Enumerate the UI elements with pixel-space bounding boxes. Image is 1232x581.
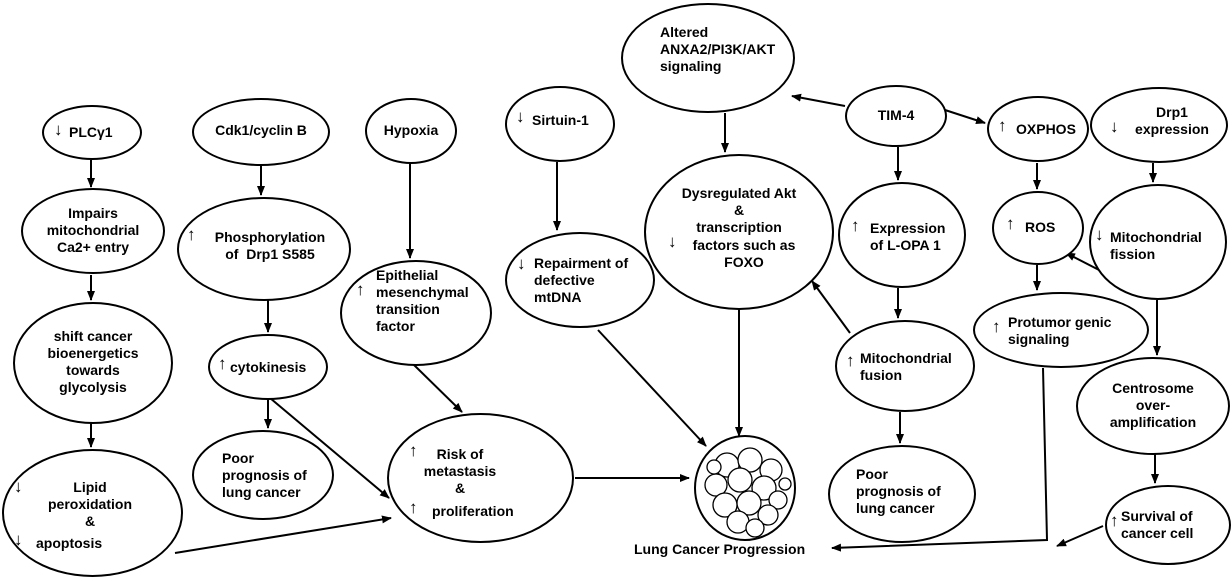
- node-cytokinesis: [208, 334, 328, 400]
- up-arrow-icon: ↑: [851, 216, 860, 235]
- up-arrow-icon: ↑: [1110, 511, 1119, 530]
- node-apoptosis-label: apoptosis: [36, 535, 103, 551]
- up-arrow-icon: ↑: [409, 498, 418, 517]
- node-hypoxia: [365, 98, 457, 164]
- arrow-protumor-lcp: [831, 367, 1049, 552]
- down-arrow-icon: ↓: [1110, 117, 1119, 136]
- node-ros: [992, 191, 1084, 265]
- node-tim-4-label: TIM-4: [877, 107, 915, 123]
- down-arrow-icon: ↓: [14, 477, 23, 496]
- node-poor-prognosis-right: [828, 445, 976, 543]
- node-risk-metastasis-label: Risk of metastasis &: [423, 446, 497, 496]
- node-poor-prognosis-left: [192, 430, 334, 520]
- node-plc-gamma1: [42, 105, 142, 160]
- node-poor-prognosis-left-label: Poor prognosis of lung cancer: [222, 450, 307, 500]
- node-emt-factor: [340, 260, 492, 366]
- up-arrow-icon: ↑: [992, 317, 1001, 336]
- down-arrow-icon: ↓: [1095, 225, 1104, 244]
- up-arrow-icon: ↑: [846, 351, 855, 370]
- up-arrow-icon: ↑: [356, 280, 365, 299]
- node-lipid-peroxidation-label: Lipid peroxidation &: [47, 479, 132, 529]
- node-cytokinesis-label: cytokinesis: [230, 359, 307, 375]
- node-impairs-ca-entry: [21, 188, 165, 274]
- arrow-cyto-risk: [269, 397, 390, 499]
- arrow-repair-lcp: [597, 329, 707, 447]
- node-drp1-expression-label: Drp1 expression: [1135, 104, 1209, 137]
- node-hypoxia-label: Hypoxia: [383, 122, 439, 138]
- node-cdk1-cyclin-b-label: Cdk1/cyclin B: [215, 122, 307, 138]
- node-repair-mtdna-label: Repairment of defective mtDNA: [534, 255, 629, 305]
- down-arrow-icon: ↓: [516, 107, 525, 126]
- node-altered-signaling: [621, 3, 795, 113]
- down-arrow-icon: ↓: [517, 254, 526, 273]
- up-arrow-icon: ↑: [998, 116, 1007, 135]
- arrow-survival-lcp: [1056, 525, 1104, 547]
- node-survival-cancer-cell-label: Survival of cancer cell: [1121, 508, 1194, 541]
- arrow-lipid-risk: [174, 515, 392, 554]
- node-mitochondrial-fusion-label: Mitochondrial fusion: [860, 350, 952, 383]
- node-plc-gamma1-label: PLCγ1: [69, 124, 113, 140]
- node-phosphorylation-drp1: [177, 197, 351, 301]
- node-mitochondrial-fission: [1089, 184, 1227, 300]
- node-sirtuin-1-label: Sirtuin-1: [532, 112, 589, 128]
- node-oxphos: [987, 96, 1089, 162]
- node-ros-label: ROS: [1025, 219, 1056, 235]
- node-proliferation-label: proliferation: [432, 503, 514, 519]
- node-altered-signaling-label: Altered ANXA2/PI3K/AKT signaling: [660, 24, 776, 74]
- cancer-cell-cluster-icon: [694, 435, 796, 541]
- node-repair-mtdna: [505, 232, 655, 328]
- node-protumorigenic-signaling-label: Protumor genic signaling: [1008, 314, 1112, 347]
- arrow-fission-ros: [1065, 252, 1102, 272]
- arrow-fusion-dysreg: [811, 280, 851, 334]
- down-arrow-icon: ↓: [668, 232, 677, 251]
- node-centrosome-overamplification-label: Centrosome over- amplification: [1109, 380, 1197, 430]
- node-protumorigenic-signaling: [973, 292, 1149, 368]
- node-l-opa1-expression: [838, 182, 966, 288]
- down-arrow-icon: ↓: [54, 120, 63, 139]
- node-oxphos-label: OXPHOS: [1016, 121, 1076, 137]
- node-l-opa1-expression-label: Expression of L-OPA 1: [870, 220, 946, 253]
- up-arrow-icon: ↑: [1006, 214, 1015, 233]
- node-risk-metastasis: [387, 413, 574, 543]
- node-mitochondrial-fusion: [835, 320, 975, 412]
- up-arrow-icon: ↑: [187, 225, 196, 244]
- node-poor-prognosis-right-label: Poor prognosis of lung cancer: [856, 466, 941, 516]
- node-foxo-label: factors such as FOXO: [692, 237, 796, 270]
- node-centrosome-overamplification: [1076, 357, 1230, 455]
- node-dysregulated-akt-label: Dysregulated Akt & transcription: [681, 185, 797, 235]
- arrow-tim-oxphos: [944, 109, 986, 125]
- node-impairs-ca-entry-label: Impairs mitochondrial Ca2+ entry: [46, 205, 140, 255]
- lung-cancer-progression-label: Lung Cancer Progression: [634, 541, 806, 557]
- node-survival-cancer-cell: [1105, 485, 1231, 565]
- arrow-tim-altered: [791, 93, 846, 107]
- node-drp1-expression: [1090, 87, 1228, 163]
- node-cdk1-cyclin-b: [192, 98, 330, 166]
- up-arrow-icon: ↑: [218, 354, 227, 373]
- node-lipid-apoptosis: [2, 449, 183, 577]
- down-arrow-icon: ↓: [14, 530, 23, 549]
- node-mitochondrial-fission-label: Mitochondrial fission: [1110, 229, 1202, 262]
- node-phosphorylation-drp1-label: Phosphorylation of Drp1 S585: [214, 229, 326, 262]
- arrow-emt-risk: [412, 363, 463, 413]
- node-shift-glycolysis: [13, 302, 173, 424]
- node-emt-factor-label: Epithelial mesenchymal transition factor: [376, 267, 469, 334]
- node-dysregulated-akt: [644, 154, 834, 310]
- up-arrow-icon: ↑: [409, 441, 418, 460]
- node-tim-4: [845, 85, 947, 147]
- node-shift-glycolysis-label: shift cancer bioenergetics towards glyco…: [47, 328, 139, 395]
- node-sirtuin-1: [505, 86, 615, 162]
